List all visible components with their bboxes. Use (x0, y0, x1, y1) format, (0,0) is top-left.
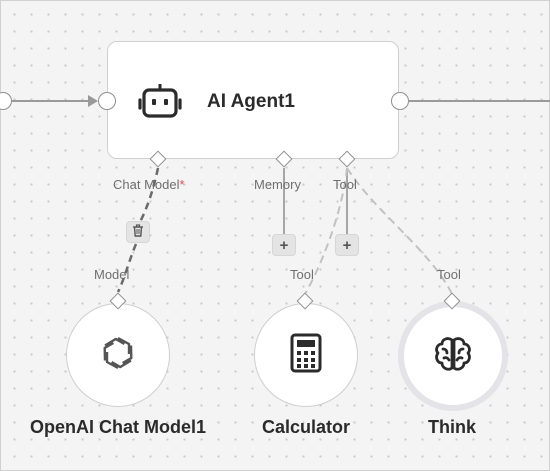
tool-port-label: Tool (333, 177, 357, 192)
memory-port-label: Memory (254, 177, 301, 192)
chat-model-port-label: Chat Model* (113, 177, 185, 192)
calculator-icon (289, 333, 323, 378)
chat-model-connection[interactable] (138, 167, 160, 223)
openai-node-caption: OpenAI Chat Model1 (29, 417, 207, 437)
think-node-caption: Think (428, 417, 476, 437)
think-node[interactable] (398, 301, 508, 411)
trash-icon (132, 223, 144, 241)
main-input-arrowhead (88, 95, 98, 107)
plus-icon: + (279, 236, 289, 254)
delete-connection-button[interactable] (126, 221, 150, 243)
required-marker: * (179, 177, 185, 192)
agent-output-port[interactable] (391, 92, 409, 110)
agent-input-port[interactable] (98, 92, 116, 110)
think-tool-port-label: Tool (437, 267, 461, 282)
openai-icon (97, 332, 139, 379)
agent-title: AI Agent1 (207, 91, 295, 112)
model-connection[interactable] (116, 243, 138, 293)
calculator-node-caption: Calculator (261, 417, 351, 437)
openai-chat-model-node[interactable] (66, 303, 170, 407)
calculator-tool-port-label: Tool (290, 267, 314, 282)
think-tool-connection[interactable] (346, 167, 453, 295)
add-tool-button[interactable]: + (335, 234, 359, 256)
add-memory-button[interactable]: + (272, 234, 296, 256)
robot-icon (138, 82, 182, 118)
calculator-node[interactable] (254, 303, 358, 407)
openai-model-port-label: Model (94, 267, 130, 282)
brain-icon (433, 336, 473, 377)
calculator-tool-connection[interactable] (304, 167, 348, 295)
plus-icon: + (342, 236, 352, 254)
ai-agent-node[interactable]: AI Agent1 (107, 41, 399, 159)
